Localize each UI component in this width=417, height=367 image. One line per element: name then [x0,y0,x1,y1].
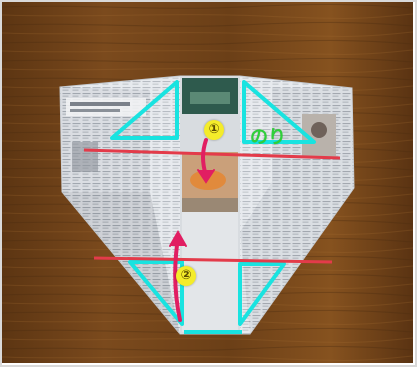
left-headline [66,98,146,116]
step-2-badge: ② [176,266,196,286]
step-1-badge: ① [204,120,224,140]
origami-photo [2,2,413,363]
glue-label: のり [250,123,286,149]
